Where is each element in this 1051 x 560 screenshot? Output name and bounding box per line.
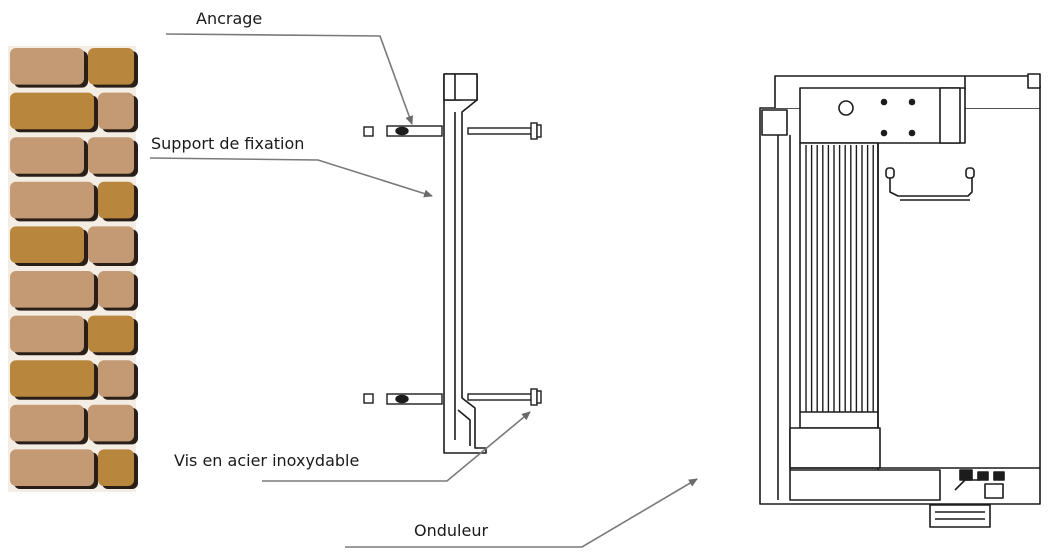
screw-bottom-icon xyxy=(467,388,542,406)
anchor-bottom-icon xyxy=(363,393,443,405)
label-inverter: Onduleur xyxy=(414,521,489,540)
label-stainless-screw: Vis en acier inoxydable xyxy=(174,451,360,470)
anchor-top-icon xyxy=(363,125,443,137)
leader-inverter xyxy=(345,478,698,548)
mounting-bracket-icon xyxy=(443,73,487,454)
screw-top-icon xyxy=(467,122,542,140)
brick-wall-icon xyxy=(8,46,138,492)
inverter-side-view-icon xyxy=(759,73,1041,528)
leader-screw xyxy=(262,411,531,482)
leader-lines xyxy=(149,33,698,548)
leader-bracket xyxy=(149,157,433,198)
leader-anchor xyxy=(165,33,414,125)
heat-sink-fins xyxy=(800,145,878,413)
label-anchor: Ancrage xyxy=(196,9,263,28)
label-mounting-bracket: Support de fixation xyxy=(151,134,305,153)
